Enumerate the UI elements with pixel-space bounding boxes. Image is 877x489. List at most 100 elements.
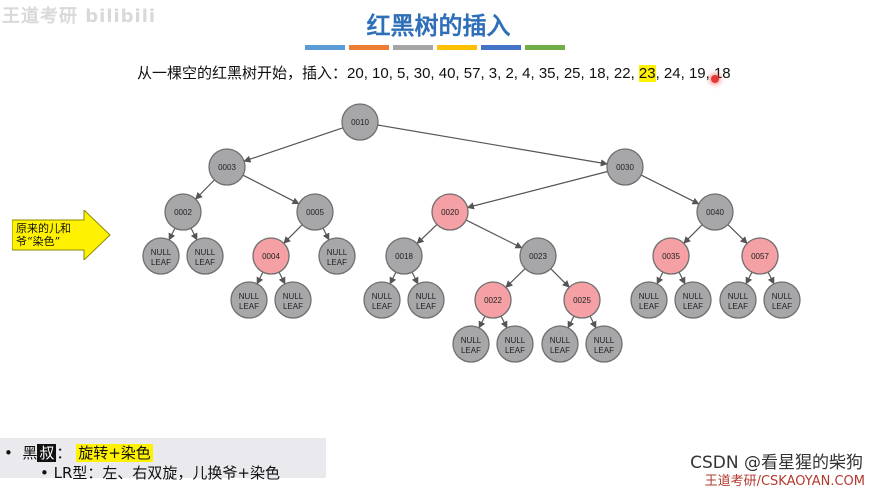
null-leaf-label-top: NULL bbox=[683, 292, 704, 301]
null-leaf-label-top: NULL bbox=[550, 336, 571, 345]
null-leaf-circle bbox=[407, 281, 445, 319]
site-watermark: 王道考研/CSKAOYAN.COM bbox=[704, 474, 865, 489]
node-circle bbox=[474, 281, 512, 319]
tree-node-0002: 0002 bbox=[164, 193, 202, 231]
tree-edge-null bbox=[278, 271, 286, 285]
note-bullet-2: • LR型：左、右双旋，儿换爷+染色 bbox=[40, 464, 280, 482]
tree-node-0035: 0035 bbox=[652, 237, 690, 275]
node-circle bbox=[296, 193, 334, 231]
color-swatch-4 bbox=[437, 45, 477, 50]
tree-node-0023: 0023 bbox=[519, 237, 557, 275]
tree-edge-null bbox=[500, 315, 508, 329]
note1-highlight: 旋转+染色 bbox=[76, 444, 153, 462]
null-leaf-label-top: NULL bbox=[283, 292, 304, 301]
null-leaf-label-top: NULL bbox=[327, 248, 348, 257]
null-leaf-label-bottom: LEAF bbox=[195, 258, 215, 267]
tree-edge bbox=[195, 179, 215, 200]
sequence-prefix: 从一棵空的红黑树开始，插入： bbox=[137, 65, 348, 82]
node-label: 0004 bbox=[262, 252, 280, 261]
note1-boxed: 叔 bbox=[37, 444, 57, 462]
null-leaf-label-top: NULL bbox=[195, 248, 216, 257]
node-circle bbox=[652, 237, 690, 275]
tree-edge bbox=[243, 127, 344, 163]
tree-edge bbox=[640, 174, 700, 205]
tree-edge-null bbox=[589, 315, 597, 329]
node-circle bbox=[519, 237, 557, 275]
node-circle bbox=[606, 148, 644, 186]
null-leaf-label-top: NULL bbox=[239, 292, 260, 301]
null-leaf-label-top: NULL bbox=[639, 292, 660, 301]
node-label: 0023 bbox=[529, 252, 547, 261]
null-leaf-label-bottom: LEAF bbox=[151, 258, 171, 267]
null-leaf-circle bbox=[363, 281, 401, 319]
side-note-text: 原来的儿和爷“染色” bbox=[16, 222, 71, 248]
insert-sequence: 从一棵空的红黑树开始，插入：20, 10, 5, 30, 40, 57, 3, … bbox=[137, 62, 731, 83]
tree-node-0057: 0057 bbox=[741, 237, 779, 275]
node-circle bbox=[208, 148, 246, 186]
null-leaf-circle bbox=[585, 325, 623, 363]
tree-edge bbox=[683, 224, 703, 244]
tree-edge-null bbox=[256, 271, 264, 285]
null-leaf-label-top: NULL bbox=[151, 248, 172, 257]
node-circle bbox=[252, 237, 290, 275]
null-leaf-label-top: NULL bbox=[772, 292, 793, 301]
node-label: 0022 bbox=[484, 296, 502, 305]
tree-edge bbox=[283, 224, 303, 244]
null-leaf-label-top: NULL bbox=[728, 292, 749, 301]
null-leaf-label-bottom: LEAF bbox=[639, 302, 659, 311]
null-leaf-label-top: NULL bbox=[505, 336, 526, 345]
tree-edge-null bbox=[656, 271, 664, 285]
tree-edge bbox=[550, 268, 570, 288]
tree-node-0018: 0018 bbox=[385, 237, 423, 275]
tree-edge bbox=[466, 170, 608, 210]
node-label: 0002 bbox=[174, 208, 192, 217]
null-leaf-label-bottom: LEAF bbox=[550, 346, 570, 355]
csdn-watermark: CSDN @看星猩的柴狗 bbox=[690, 453, 863, 473]
tree-node-0003: 0003 bbox=[208, 148, 246, 186]
tree-node-0005: 0005 bbox=[296, 193, 334, 231]
color-swatch-6 bbox=[525, 45, 565, 50]
node-label: 0025 bbox=[573, 296, 591, 305]
tree-node-0010: 0010 bbox=[341, 103, 379, 141]
null-leaf-circle bbox=[630, 281, 668, 319]
node-label: 0030 bbox=[616, 163, 634, 172]
null-leaf-circle bbox=[452, 325, 490, 363]
null-leaf-label-bottom: LEAF bbox=[461, 346, 481, 355]
null-leaf-label-bottom: LEAF bbox=[772, 302, 792, 311]
null-leaf-label-bottom: LEAF bbox=[239, 302, 259, 311]
node-circle bbox=[431, 193, 469, 231]
null-leaf-circle bbox=[230, 281, 268, 319]
node-label: 0010 bbox=[351, 118, 369, 127]
null-leaf-label-top: NULL bbox=[372, 292, 393, 301]
node-label: 0003 bbox=[218, 163, 236, 172]
color-swatch-5 bbox=[481, 45, 521, 50]
null-leaf-circle bbox=[541, 325, 579, 363]
tree-edge-null bbox=[190, 227, 198, 241]
note1-sep: ： bbox=[56, 444, 72, 462]
null-leaf-label-bottom: LEAF bbox=[505, 346, 525, 355]
tree-edge-null bbox=[478, 315, 486, 329]
tree-edge bbox=[505, 268, 526, 288]
node-label: 0057 bbox=[751, 252, 769, 261]
tree-edge-null bbox=[767, 271, 775, 285]
null-leaf-label-bottom: LEAF bbox=[683, 302, 703, 311]
tree-edge-null bbox=[411, 271, 419, 285]
node-circle bbox=[385, 237, 423, 275]
node-label: 0018 bbox=[395, 252, 413, 261]
tree-edge-null bbox=[567, 315, 575, 329]
color-swatch-3 bbox=[393, 45, 433, 50]
node-circle bbox=[696, 193, 734, 231]
null-leaf-circle bbox=[496, 325, 534, 363]
null-leaf-label-bottom: LEAF bbox=[283, 302, 303, 311]
